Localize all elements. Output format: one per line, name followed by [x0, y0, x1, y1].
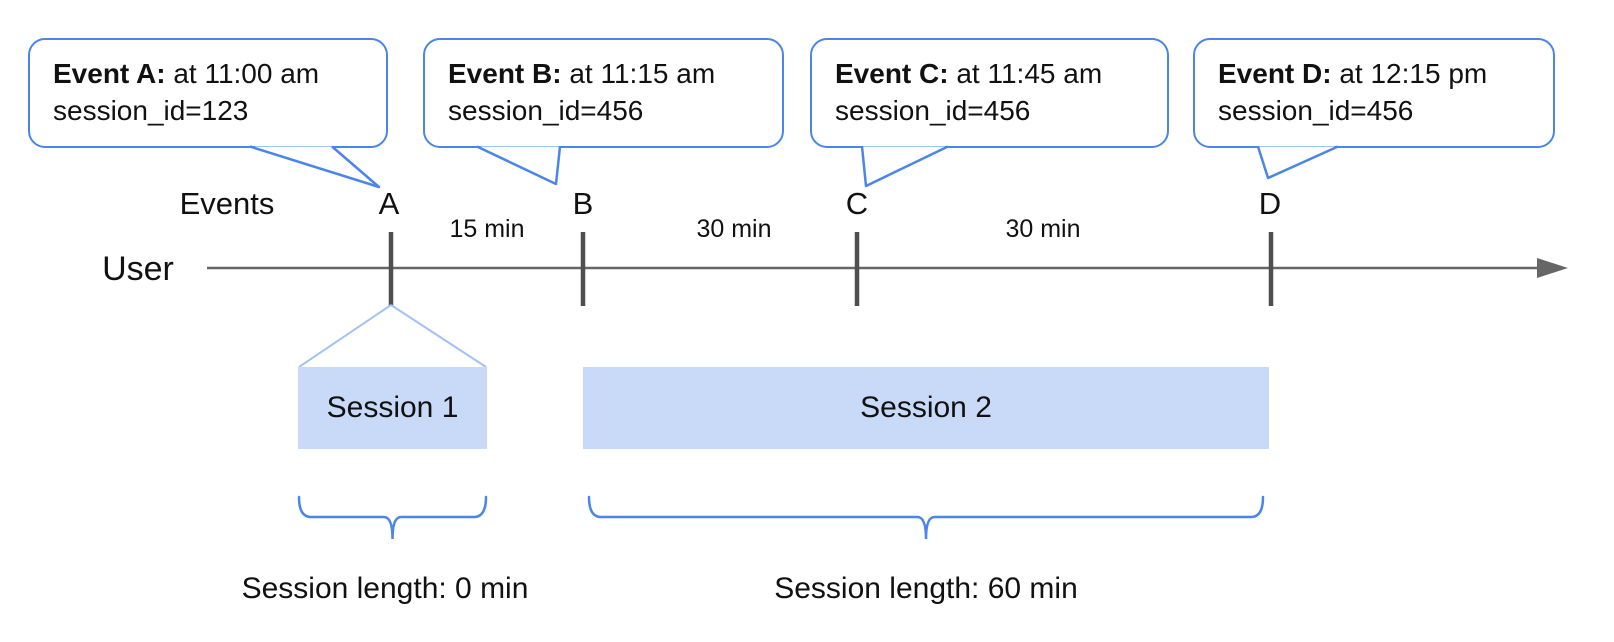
user-axis-label: User: [102, 250, 174, 288]
event-c-callout-time: at 11:45 am: [948, 58, 1103, 89]
event-d-callout-line1: Event D: at 12:15 pm: [1218, 55, 1539, 92]
event-c-callout-line1: Event C: at 11:45 am: [835, 55, 1153, 92]
event-letter-c: C: [845, 186, 869, 221]
event-d-callout-title: Event D:: [1218, 58, 1332, 89]
session2-box-label: Session 2: [860, 391, 992, 424]
session2-box: Session 2: [583, 367, 1269, 449]
funnel-line-left: [298, 304, 392, 368]
event-d-callout-session: session_id=456: [1218, 95, 1414, 126]
event-c-callout-title: Event C:: [835, 58, 949, 89]
event-b-callout-title: Event B:: [448, 58, 562, 89]
event-letter-d: D: [1258, 186, 1282, 221]
session1-box-label: Session 1: [326, 391, 459, 424]
session1-length-label: Session length: 0 min: [241, 572, 529, 605]
funnel-line-right: [390, 304, 487, 368]
session1-brace: [297, 495, 488, 540]
event-a-callout-title: Event A:: [53, 58, 166, 89]
event-d-callout-time: at 12:15 pm: [1331, 58, 1488, 89]
event-letter-a: A: [378, 186, 400, 221]
session2-brace: [587, 495, 1265, 540]
event-a-callout-session: session_id=123: [53, 95, 249, 126]
interval-label-b-c: 30 min: [696, 215, 772, 243]
event-a-callout: Event A: at 11:00 am session_id=123: [28, 38, 388, 148]
events-axis-label: Events: [179, 186, 275, 221]
event-letter-b: B: [572, 186, 594, 221]
event-b-callout-time: at 11:15 am: [561, 58, 716, 89]
event-b-callout: Event B: at 11:15 am session_id=456: [423, 38, 784, 148]
session1-box: Session 1: [298, 367, 487, 449]
event-b-callout-line1: Event B: at 11:15 am: [448, 55, 768, 92]
event-b-callout-session: session_id=456: [448, 95, 644, 126]
event-a-callout-line1: Event A: at 11:00 am: [53, 55, 372, 92]
event-d-callout: Event D: at 12:15 pm session_id=456: [1193, 38, 1555, 148]
event-c-callout: Event C: at 11:45 am session_id=456: [810, 38, 1169, 148]
timeline-arrowhead-icon: [1537, 258, 1568, 278]
session2-length-label: Session length: 60 min: [774, 572, 1078, 605]
event-a-callout-time: at 11:00 am: [165, 58, 320, 89]
interval-label-a-b: 15 min: [449, 215, 525, 243]
event-c-callout-session: session_id=456: [835, 95, 1031, 126]
interval-label-c-d: 30 min: [1005, 215, 1081, 243]
